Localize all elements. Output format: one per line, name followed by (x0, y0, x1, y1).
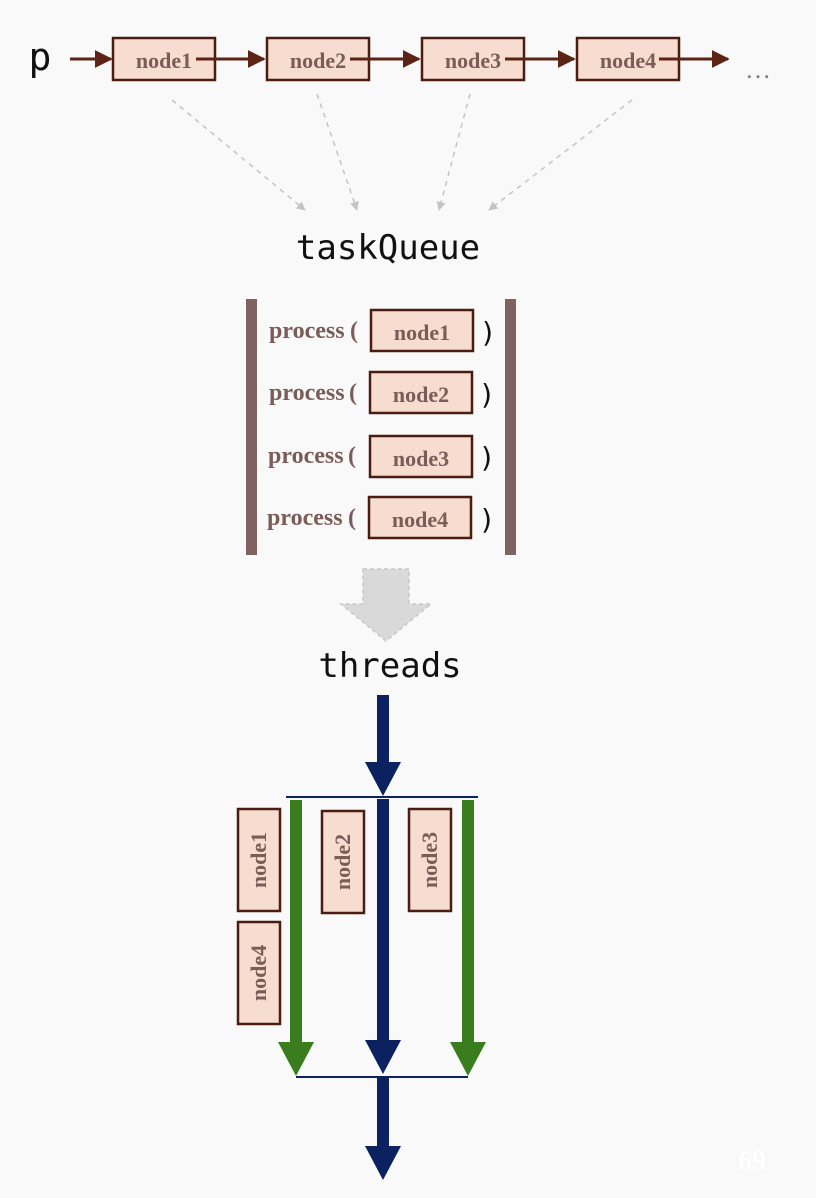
worker-thread-right-shaft (462, 800, 474, 1044)
list-node-label: node1 (136, 48, 192, 73)
dashed-arrow (488, 99, 633, 211)
list-node-label: node4 (600, 48, 656, 73)
open-paren: ( (348, 443, 356, 469)
queue-item-4: process ( node4 ) (267, 495, 496, 540)
lane-node-label: node4 (246, 945, 271, 1001)
main-thread-out-arrowhead-icon (365, 1146, 401, 1180)
main-thread-out-shaft (377, 1078, 389, 1148)
lane-left-node-1: node1 (236, 807, 282, 913)
worker-thread-left-shaft (290, 800, 302, 1044)
process-label: process (269, 318, 345, 344)
big-down-arrow-icon (338, 568, 434, 642)
lane-node-label: node1 (246, 832, 271, 888)
queue-left-bar (246, 299, 257, 555)
task-queue-title: taskQueue (296, 228, 480, 268)
queue-item-3: process ( node3 ) (268, 434, 496, 479)
main-thread-middle-arrowhead-icon (365, 1040, 401, 1074)
close-paren: ) (480, 316, 497, 349)
worker-thread-left-arrowhead-icon (278, 1042, 314, 1076)
threads-title: threads (318, 646, 461, 686)
close-paren: ) (479, 378, 496, 411)
process-label: process (269, 380, 345, 406)
open-paren: ( (349, 380, 357, 406)
queue-node-label: node2 (393, 382, 449, 407)
lane-middle-node-1: node2 (320, 809, 366, 915)
main-thread-in-arrowhead-icon (365, 762, 401, 796)
queue-item-1: process ( node1 ) (269, 308, 497, 353)
list-node-label: node3 (445, 48, 501, 73)
lane-left-node-2: node4 (236, 920, 282, 1026)
queue-node-label: node1 (394, 320, 450, 345)
main-thread-middle-shaft (377, 799, 389, 1042)
dashed-arrow (171, 99, 306, 211)
open-paren: ( (350, 318, 358, 344)
dashed-arrows (171, 93, 633, 211)
lane-node-label: node2 (330, 834, 355, 890)
queue-right-bar (505, 299, 516, 555)
queue-item-2: process ( node2 ) (269, 370, 496, 415)
process-label: process (268, 443, 344, 469)
close-paren: ) (479, 441, 496, 474)
main-thread-in-shaft (377, 695, 389, 765)
pointer-label: p (29, 35, 52, 79)
worker-thread-right-arrowhead-icon (450, 1042, 486, 1076)
queue-node-label: node3 (393, 446, 449, 471)
list-node-label: node2 (290, 48, 346, 73)
lane-node-label: node3 (417, 832, 442, 888)
queue-node-label: node4 (392, 507, 448, 532)
open-paren: ( (348, 505, 356, 531)
process-label: process (267, 505, 343, 531)
dashed-arrow (436, 93, 471, 211)
close-paren: ) (479, 503, 496, 536)
lane-right-node-1: node3 (407, 807, 453, 913)
dashed-arrow (316, 93, 359, 211)
page-number: 69 (738, 1146, 766, 1177)
list-ellipsis: … (745, 55, 771, 84)
